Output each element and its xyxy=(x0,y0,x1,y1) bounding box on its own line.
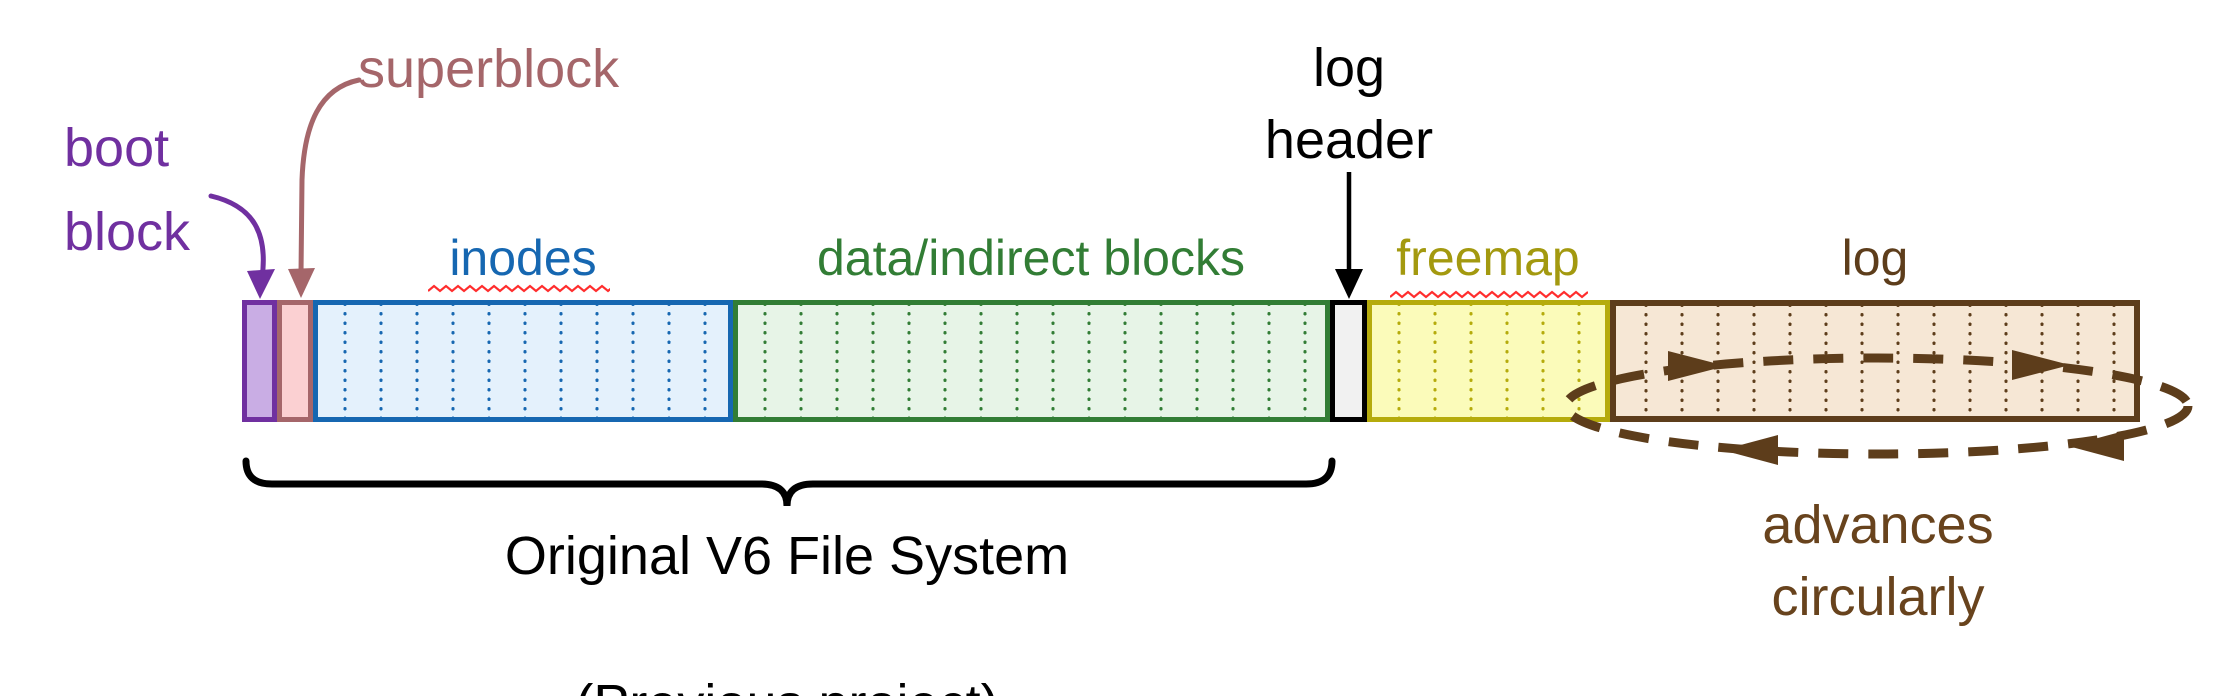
data-indirect-blocks-segment xyxy=(733,300,1330,422)
inodes-label: inodes xyxy=(449,230,597,286)
log-header-segment xyxy=(1330,300,1367,422)
v6-caption-line1: Original V6 File System xyxy=(504,526,1070,586)
v6-filesystem-caption: Original V6 File System (Previous projec… xyxy=(437,519,1137,696)
log-label: log xyxy=(1841,230,1909,286)
boot-block-label: boot block xyxy=(64,118,191,262)
inodes-spellcheck-squiggle xyxy=(427,280,615,293)
v6-caption-line2: (Previous project) xyxy=(575,674,998,696)
log-header-label: log header xyxy=(1264,38,1434,170)
superblock-segment xyxy=(277,300,313,422)
advances-circularly-label: advances circularly xyxy=(1762,495,1994,627)
boot-block-segment xyxy=(242,300,277,422)
log-header-arrow xyxy=(1335,172,1363,299)
freemap-spellcheck-squiggle xyxy=(1389,286,1589,299)
log-segment xyxy=(1610,300,2140,422)
data-indirect-blocks-label: data/indirect blocks xyxy=(816,230,1245,286)
inodes-segment xyxy=(313,300,733,422)
freemap-label: freemap xyxy=(1396,230,1580,286)
superblock-label: superblock xyxy=(358,39,620,99)
v6-filesystem-brace xyxy=(242,457,1336,507)
freemap-segment xyxy=(1367,300,1610,422)
